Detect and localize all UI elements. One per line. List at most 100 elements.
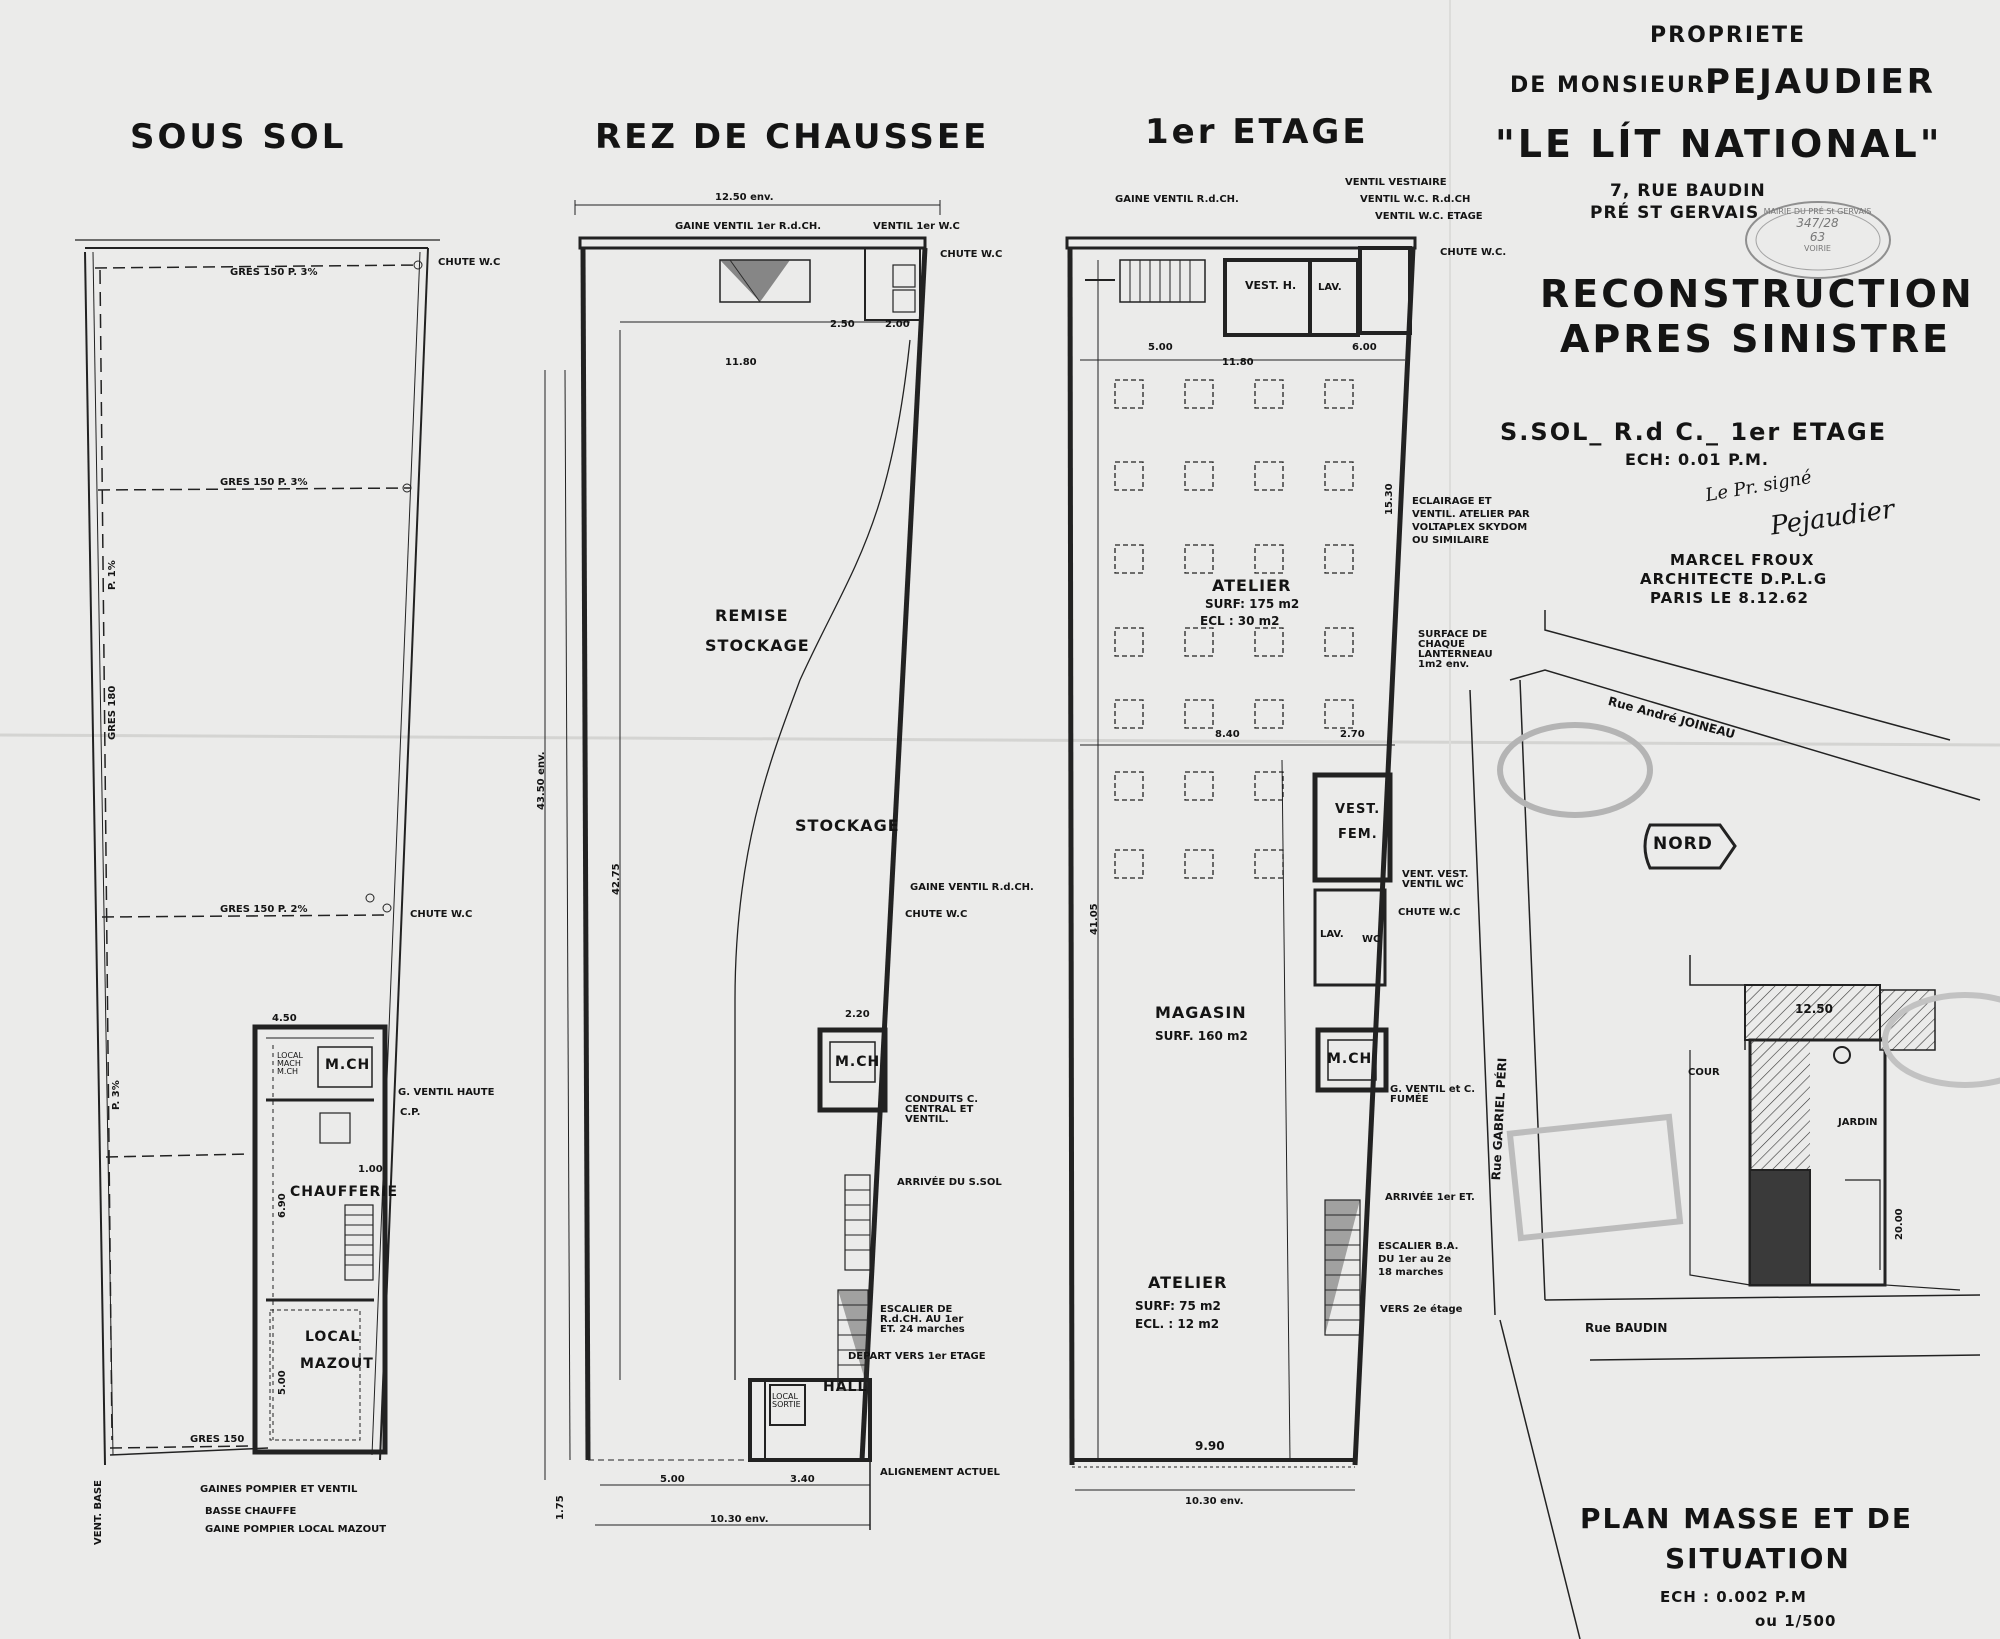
et-gaine-top: GAINE VENTIL R.d.CH.: [1115, 194, 1239, 205]
et-g-ventil: G. VENTIL et C. FUMÉE: [1390, 1084, 1476, 1105]
ss-gres-top: GRES 150 P. 3%: [230, 267, 318, 278]
rdc-ventil-wc: VENTIL 1er W.C: [873, 221, 960, 232]
et-atelier2-surf: SURF: 75 m2: [1135, 1299, 1221, 1313]
et-dim-840: 8.40: [1215, 729, 1240, 740]
sit-nord: NORD: [1653, 834, 1713, 854]
stamp-line1: MAIRIE DU PRÉ St GERVAIS: [1763, 207, 1872, 216]
et-atelier: ATELIER: [1212, 576, 1292, 595]
ss-vent-bas: VENT. BASE: [93, 1480, 104, 1545]
address-line2: PRÉ ST GERVAIS: [1590, 203, 1760, 223]
et-surface-note: SURFACE DE CHAQUE LANTERNEAU 1m2 env.: [1418, 629, 1493, 670]
sit-title2: SITUATION: [1665, 1542, 1851, 1575]
et-ventil-wc: VENTIL W.C. R.d.CH: [1360, 194, 1471, 205]
et-arrivee: ARRIVÉE 1er ET.: [1385, 1192, 1475, 1203]
address-line1: 7, RUE BAUDIN: [1610, 181, 1766, 201]
sit-scale2: ou 1/500: [1755, 1612, 1837, 1630]
et-vest-h: VEST. H.: [1245, 279, 1297, 292]
municipal-stamp: MAIRIE DU PRÉ St GERVAIS 347/28 63 VOIRI…: [1755, 207, 1880, 253]
ss-mch: M.CH: [325, 1057, 371, 1073]
ss-ventil-haute: G. VENTIL HAUTE: [398, 1087, 495, 1098]
architect-name: MARCEL FROUX: [1670, 551, 1815, 569]
stamp-line3: 63: [1809, 230, 1826, 244]
ss-local-mazout-1: LOCAL: [305, 1329, 361, 1345]
view-title-etage: 1er ETAGE: [1145, 112, 1369, 152]
et-vest-fem1: VEST.: [1335, 802, 1381, 817]
ss-gres-vertical: GRES 180: [107, 685, 118, 740]
et-escalier: ESCALIER B.A. DU 1er au 2e 18 marches: [1378, 1241, 1459, 1278]
ss-dim-100: 1.00: [358, 1164, 383, 1175]
plan-sous-sol: [75, 239, 440, 1466]
rdc-dim-4275: 42.75: [611, 863, 622, 895]
sit-scale1: ECH : 0.002 P.M: [1660, 1588, 1807, 1606]
et-vers: VERS 2e étage: [1380, 1304, 1463, 1315]
rdc-remise: REMISE: [715, 606, 789, 625]
rdc-dim-top: 12.50 env.: [715, 192, 774, 203]
sit-title1: PLAN MASSE ET DE: [1580, 1502, 1914, 1535]
et-lav: LAV.: [1318, 282, 1342, 293]
view-title-sous-sol: SOUS SOL: [130, 117, 347, 157]
project-scale: ECH: 0.01 P.M.: [1625, 450, 1769, 469]
et-atelier2: ATELIER: [1148, 1273, 1228, 1292]
et-ventil-vestiaire: VENTIL VESTIAIRE: [1345, 177, 1447, 188]
architect-title: ARCHITECTE D.P.L.G: [1640, 570, 1828, 588]
rdc-arrivee: ARRIVÉE DU S.SOL: [897, 1177, 1002, 1188]
sit-jardin: JARDIN: [1838, 1117, 1878, 1128]
rdc-stockage1: STOCKAGE: [705, 636, 810, 655]
et-magasin-surf: SURF. 160 m2: [1155, 1029, 1248, 1043]
ss-gres-3: GRES 150 P. 2%: [220, 904, 308, 915]
rdc-dim-175: 1.75: [555, 1495, 566, 1520]
rdc-local-sortie: LOCAL SORTIE: [772, 1392, 801, 1409]
ss-chute-top: CHUTE W.C: [438, 257, 501, 268]
ss-gres-bottom: GRES 150: [190, 1434, 245, 1445]
et-atelier-ecl: ECL : 30 m2: [1200, 614, 1280, 628]
et-chute-wc: CHUTE W.C.: [1440, 247, 1507, 258]
rdc-chute-wc2: CHUTE W.C: [905, 909, 968, 920]
rdc-hall: HALL: [823, 1379, 868, 1395]
project-title2: APRES SINISTRE: [1560, 317, 1952, 361]
rdc-stockage2: STOCKAGE: [795, 816, 900, 835]
et-ventil-etage: VENTIL W.C. ETAGE: [1375, 211, 1483, 222]
company-name: "LE LÍT NATIONAL": [1495, 122, 1943, 166]
project-title1: RECONSTRUCTION: [1540, 272, 1975, 316]
stamp-line2: 347/28: [1796, 216, 1839, 230]
owner-line1: PROPRIETE: [1650, 23, 1807, 48]
et-chute-wc2: CHUTE W.C: [1398, 907, 1461, 918]
et-mch: M.CH: [1327, 1051, 1373, 1067]
rdc-dim-1030: 10.30 env.: [710, 1514, 769, 1525]
et-dim-1180: 11.80: [1222, 357, 1254, 368]
ss-chute-mid: CHUTE W.C: [410, 909, 473, 920]
et-lav2: LAV.: [1320, 929, 1344, 940]
rdc-depart: DEPART VERS 1er ETAGE: [848, 1351, 986, 1362]
drawing-date: PARIS LE 8.12.62: [1650, 589, 1809, 607]
rdc-dim-220: 2.20: [845, 1009, 870, 1020]
rdc-chute-wc: CHUTE W.C: [940, 249, 1003, 260]
rdc-dim-250: 2.50: [830, 319, 855, 330]
et-magasin: MAGASIN: [1155, 1003, 1247, 1022]
et-vest-fem2: FEM.: [1338, 827, 1378, 842]
et-dim-4105: 41.05: [1089, 903, 1100, 935]
ss-note2: BASSE CHAUFFE: [205, 1506, 297, 1517]
et-dim-270: 2.70: [1340, 729, 1365, 740]
et-eclairage: ECLAIRAGE ET VENTIL. ATELIER PAR VOLTAPL…: [1412, 496, 1530, 546]
et-wc: WC: [1362, 934, 1381, 945]
rdc-dim-340: 3.40: [790, 1474, 815, 1485]
rdc-dim-200: 2.00: [885, 319, 910, 330]
rdc-dim-500: 5.00: [660, 1474, 685, 1485]
et-dim-500: 5.00: [1148, 342, 1173, 353]
ss-note1: GAINES POMPIER ET VENTIL: [200, 1484, 358, 1495]
et-dim-1030: 10.30 env.: [1185, 1496, 1244, 1507]
view-title-rdc: REZ DE CHAUSSEE: [595, 117, 990, 157]
rdc-escalier: ESCALIER DE R.d.CH. AU 1er ET. 24 marche…: [880, 1304, 965, 1335]
sit-rue-baudin: Rue BAUDIN: [1585, 1321, 1668, 1335]
et-vent-vest: VENT. VEST. VENTIL WC: [1402, 869, 1469, 890]
ss-dim-690: 6.90: [277, 1193, 288, 1218]
ss-dim-500: 5.00: [277, 1370, 288, 1395]
et-dim-990: 9.90: [1195, 1439, 1225, 1453]
skylights: [1114, 379, 1354, 879]
rdc-dim-4350: 43.50 env.: [536, 751, 547, 810]
plan-etage: [1065, 236, 1417, 1491]
rdc-dim-1180: 11.80: [725, 357, 757, 368]
ss-p3: P. 3%: [111, 1080, 122, 1110]
ss-cp: C.P.: [400, 1107, 421, 1118]
